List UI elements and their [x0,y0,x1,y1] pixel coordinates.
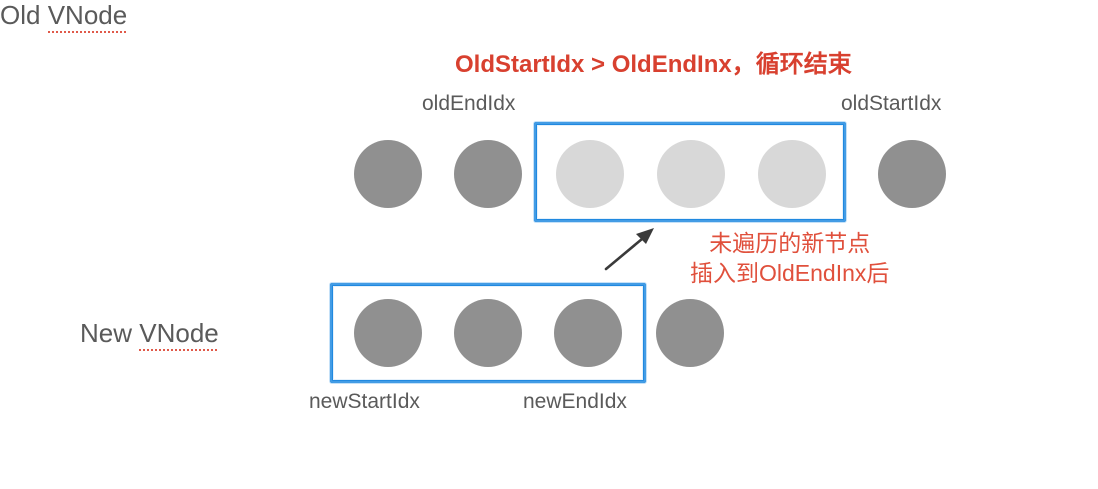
old-untraversed-highlight-box [534,122,846,222]
new-node-1[interactable] [354,299,422,367]
insert-annotation-line-1: 未遍历的新节点 [709,230,871,256]
new-traversed-highlight-box [330,283,646,383]
insert-annotation-line-2: 插入到OldEndInx后 [690,260,890,286]
old-vnode-row-label-main: VNode [47,0,128,33]
diagram-title: OldStartIdx > OldEndInx，循环结束 [455,51,852,78]
new-vnode-row-label: New VNode [80,318,219,351]
old-node-5[interactable] [758,140,826,208]
new-node-3[interactable] [554,299,622,367]
insert-position-arrow-icon [604,228,654,271]
old-vnode-row-label-prefix: Old [0,0,41,30]
old-node-4[interactable] [657,140,725,208]
new-node-2[interactable] [454,299,522,367]
old-vnode-row-label: Old VNode [0,0,128,33]
new-vnode-row-label-prefix: New [80,318,133,348]
new-end-idx-label: newEndIdx [523,390,627,413]
old-start-idx-label: oldStartIdx [841,92,942,115]
new-start-idx-label: newStartIdx [309,390,420,413]
insert-annotation: 未遍历的新节点 插入到OldEndInx后 [690,228,889,288]
new-vnode-row-label-main: VNode [139,318,219,351]
old-node-1[interactable] [354,140,422,208]
old-end-idx-label: oldEndIdx [422,92,516,115]
old-node-2[interactable] [454,140,522,208]
new-node-4[interactable] [656,299,724,367]
old-node-3[interactable] [556,140,624,208]
old-node-6[interactable] [878,140,946,208]
